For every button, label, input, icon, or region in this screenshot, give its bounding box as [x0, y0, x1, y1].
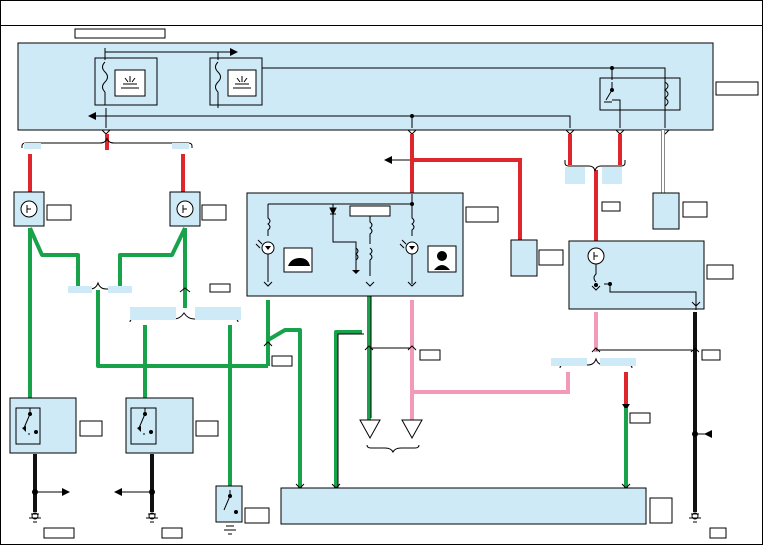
- wire-label-pink: [551, 358, 587, 366]
- black-wire-right: [689, 312, 727, 539]
- connector-icon: [359, 419, 381, 440]
- door-switch-bottom: [215, 485, 270, 535]
- component-label-box: [629, 412, 651, 424]
- component-label-box: [706, 264, 734, 280]
- connector-chevron: [179, 287, 191, 293]
- fuse-icon-left: [102, 61, 108, 93]
- component-label-box: [649, 497, 673, 524]
- arrow-icon: [114, 488, 122, 496]
- arrow-icon: [88, 112, 96, 120]
- black-wire-markers: [29, 488, 183, 539]
- arrow-icon: [384, 156, 392, 164]
- component-label-box: [79, 420, 103, 437]
- pink-wires: [410, 300, 598, 420]
- relay-coil-icon: [664, 81, 669, 107]
- component-label-box: [201, 204, 227, 221]
- component-label-box: [701, 349, 721, 361]
- component-label-box: [601, 201, 621, 212]
- component-label-box: [271, 355, 293, 367]
- connector-chevron: [407, 345, 417, 351]
- ground-icon: [689, 513, 701, 523]
- wire-label-red-relay-left: [565, 167, 585, 184]
- top-control-module: [17, 42, 759, 131]
- component-label-box: [682, 201, 708, 218]
- connector-icon: [401, 419, 423, 440]
- switch-module-mid: [125, 397, 219, 454]
- component-label-box: [43, 527, 75, 539]
- black-wires-left: [33, 454, 154, 512]
- component-label-box: [709, 527, 727, 539]
- switch-contact: [594, 283, 598, 287]
- sensor-module: [246, 192, 499, 297]
- wire-label-green-left-b: [108, 286, 132, 293]
- connector-chevron: [591, 347, 601, 353]
- component-label-box: [46, 204, 72, 221]
- resistor-label-box: [349, 205, 391, 217]
- arrow-icon: [704, 430, 712, 438]
- title-label-box: [74, 28, 166, 39]
- ground-icon: [29, 513, 41, 523]
- lamp-icon: [227, 69, 257, 97]
- wire-label-red-relay-right: [602, 167, 622, 184]
- switch-module-left: [9, 397, 103, 454]
- lamp-switch-left: [13, 191, 72, 227]
- wire-label-red-right: [172, 143, 189, 149]
- split-brackets: [21, 137, 626, 172]
- arrow-icon: [62, 488, 70, 496]
- red-wire-arrows: [384, 156, 630, 410]
- small-module-center-right: [510, 239, 564, 277]
- ground-icon: [146, 513, 158, 523]
- header-bar: [0, 0, 763, 26]
- wire-label-green-mid-b: [195, 307, 241, 320]
- component-label-box: [419, 349, 441, 361]
- component-label-box: [244, 507, 270, 524]
- wire-label-green-mid-a: [130, 307, 176, 320]
- connector-chevron: [690, 347, 700, 353]
- wire-label-red: [600, 358, 636, 366]
- ground-icon: [224, 525, 236, 535]
- top-module-connector-label: [715, 81, 759, 96]
- relay-block: [599, 77, 681, 111]
- bottom-control-module: [280, 483, 673, 525]
- connector-chevrons-top: [101, 129, 670, 135]
- lamp-driver-mid: [209, 57, 263, 106]
- wire-label-green-left-a: [68, 286, 92, 293]
- lamp-driver-left: [94, 57, 158, 106]
- component-label-box: [465, 206, 499, 223]
- arrow-icon: [230, 48, 238, 56]
- arrow-icon: [622, 404, 630, 410]
- component-label-box: [209, 283, 231, 293]
- small-module-top-right: [652, 130, 708, 230]
- connector-chevron: [364, 345, 374, 351]
- red-wires: [28, 134, 628, 408]
- connector-chevron: [263, 341, 273, 347]
- wire-label-red-left: [24, 143, 41, 149]
- lamp-switch-right: [169, 191, 227, 227]
- fuse-icon-mid: [215, 61, 221, 93]
- component-label-box: [161, 527, 183, 539]
- lamp-icon: [114, 69, 146, 97]
- green-wire-black-stripe: [337, 296, 372, 488]
- component-label-box: [538, 249, 564, 266]
- component-label-box: [195, 420, 219, 437]
- green-wires: [28, 227, 628, 488]
- connector-triangles: [359, 419, 423, 454]
- right-sensor-module: [568, 240, 734, 310]
